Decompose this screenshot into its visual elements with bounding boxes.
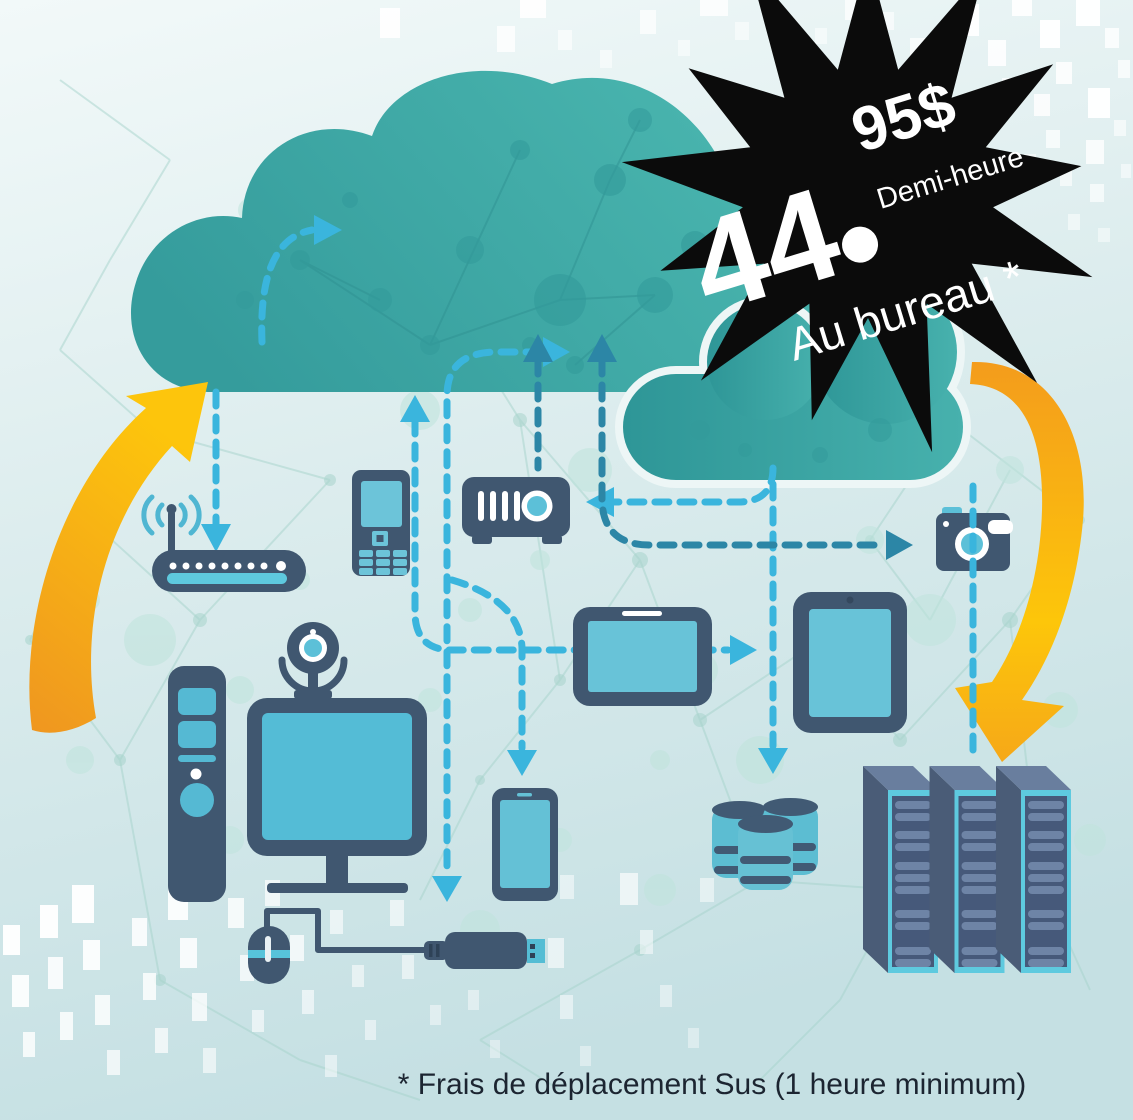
orange-arrow-down-icon [955, 361, 1084, 762]
server-racks-icon [863, 766, 1071, 973]
tablet-landscape-icon [573, 607, 712, 706]
orange-arrow-up-icon [29, 382, 209, 733]
badge-decimal-dot [842, 226, 879, 263]
starburst-shape [621, 0, 1093, 453]
database-icon [712, 798, 818, 890]
projector-icon [462, 477, 570, 544]
monitor-icon [247, 698, 427, 893]
footer-note: * Frais de déplacement Sus (1 heure mini… [398, 1068, 1027, 1101]
mouse-icon [248, 908, 428, 984]
cloud-inner-dots [690, 418, 892, 463]
cloud-inner-dots [236, 108, 709, 374]
smartphone-icon [492, 788, 558, 901]
tablet-portrait-icon [793, 592, 907, 733]
feature-phone-icon [352, 470, 410, 576]
wifi-router-icon [141, 494, 306, 592]
desktop-tower-icon [168, 666, 226, 902]
cloud-large-icon [130, 70, 825, 392]
dashed-connector-arrows [201, 215, 913, 902]
usb-cable-icon [424, 932, 545, 969]
webcam-icon [278, 622, 348, 699]
